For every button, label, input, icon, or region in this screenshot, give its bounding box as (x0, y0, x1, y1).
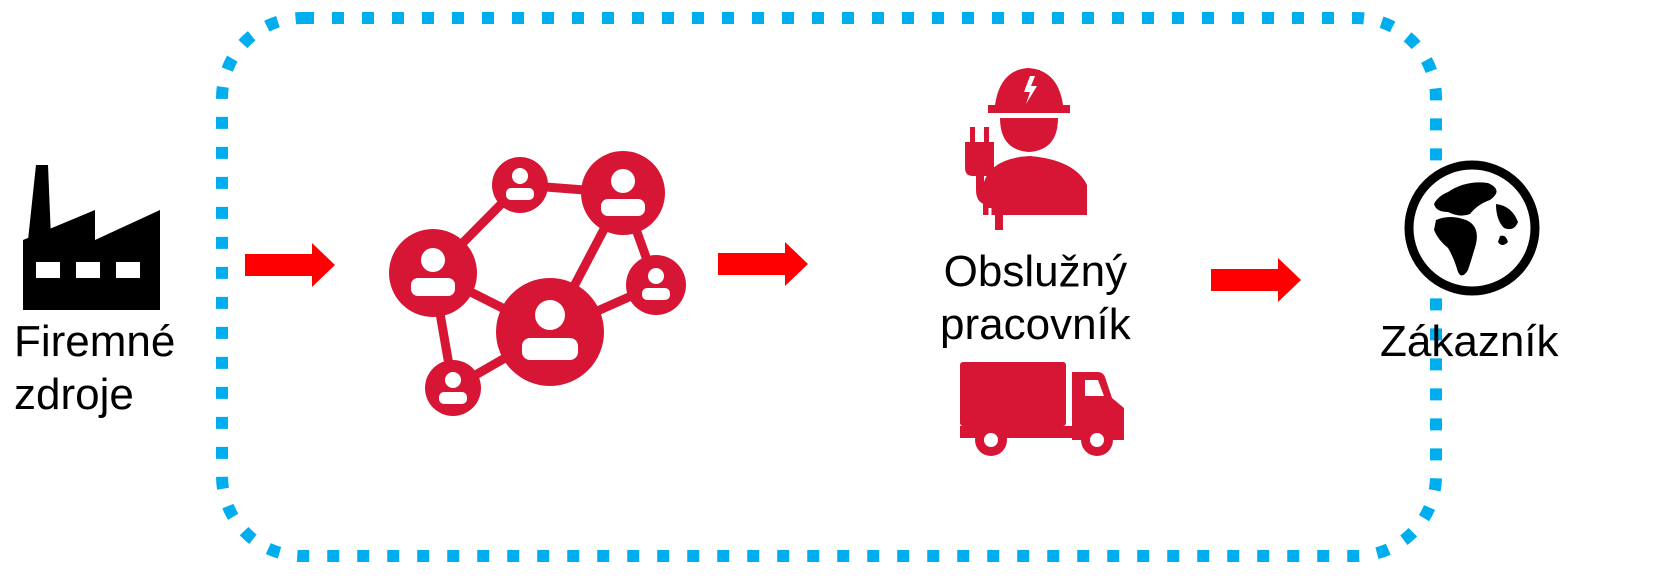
arrow-right-icon (718, 242, 808, 286)
arrow-right-icon (1211, 258, 1301, 302)
worker-label: Obslužný pracovník (940, 246, 1131, 352)
customer-label-text: Zákazník (1380, 317, 1559, 366)
globe-icon (1404, 160, 1540, 296)
source-label-line1: Firemné (14, 317, 176, 366)
delivery-truck-icon (960, 362, 1124, 456)
source-label-line2: zdroje (14, 369, 134, 419)
electrician-icon (965, 68, 1087, 232)
worker-label-line1: Obslužný (943, 247, 1128, 296)
factory-icon (23, 165, 160, 310)
people-network-icon (389, 151, 686, 416)
source-label: Firemné zdroje (14, 316, 175, 422)
customer-label: Zákazník (1380, 316, 1559, 369)
worker-label-line2: pracovník (940, 299, 1131, 349)
arrow-right-icon (245, 243, 335, 287)
